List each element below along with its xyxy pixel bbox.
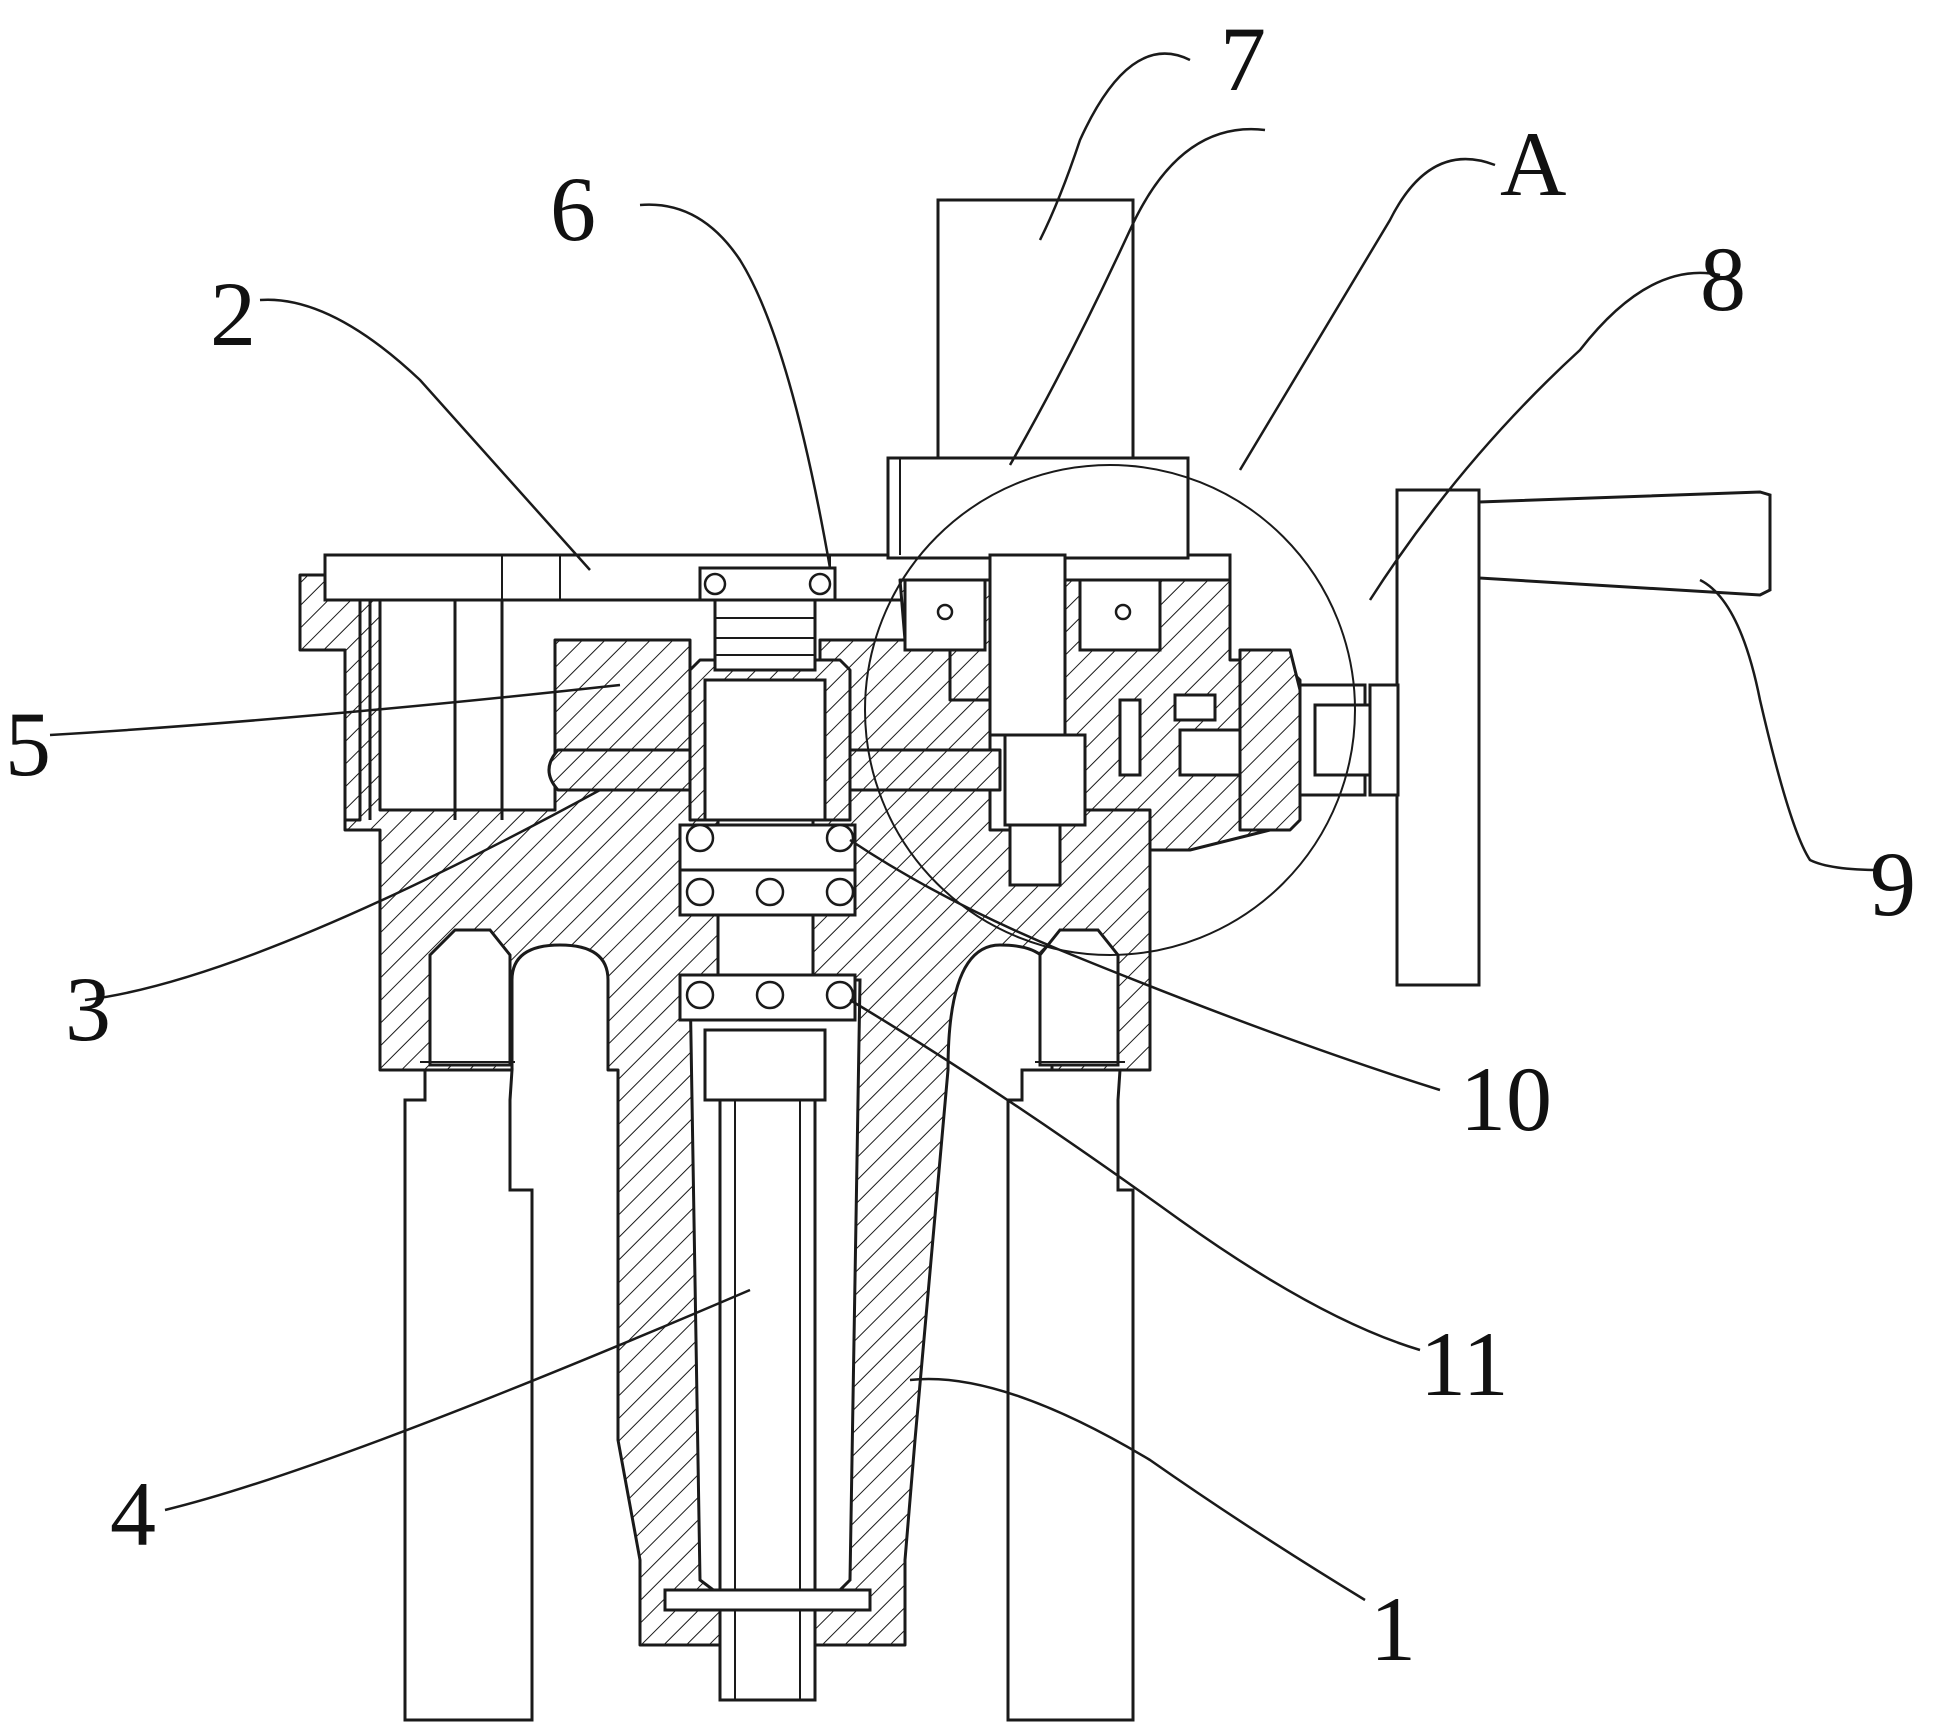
- right-gear-mechanism: [898, 553, 1377, 887]
- detail-circle-a: [864, 464, 1356, 956]
- crank-handle: [1477, 490, 1772, 597]
- label-2: 2: [210, 263, 256, 365]
- label-11: 11: [1420, 1313, 1509, 1415]
- right-support-column: [1006, 928, 1135, 1722]
- part-labels: 1 2 3 4 5 6 7 8 9 10 11 A: [5, 8, 1916, 1680]
- label-7: 7: [1220, 8, 1266, 110]
- label-9: 9: [1870, 833, 1916, 935]
- label-6: 6: [550, 158, 596, 260]
- upper-drive-block: [886, 198, 1190, 560]
- label-3: 3: [65, 958, 111, 1060]
- handwheel: [1368, 488, 1481, 987]
- leader-lines: [49, 52, 1881, 1602]
- label-5: 5: [5, 693, 51, 795]
- bearing-balls: [678, 566, 857, 1022]
- left-support-column: [403, 928, 534, 1722]
- label-8: 8: [1700, 228, 1746, 330]
- housing-walls: [368, 600, 504, 820]
- label-1: 1: [1370, 1578, 1416, 1680]
- label-a: A: [1500, 113, 1566, 215]
- label-10: 10: [1460, 1048, 1552, 1150]
- label-4: 4: [110, 1463, 156, 1565]
